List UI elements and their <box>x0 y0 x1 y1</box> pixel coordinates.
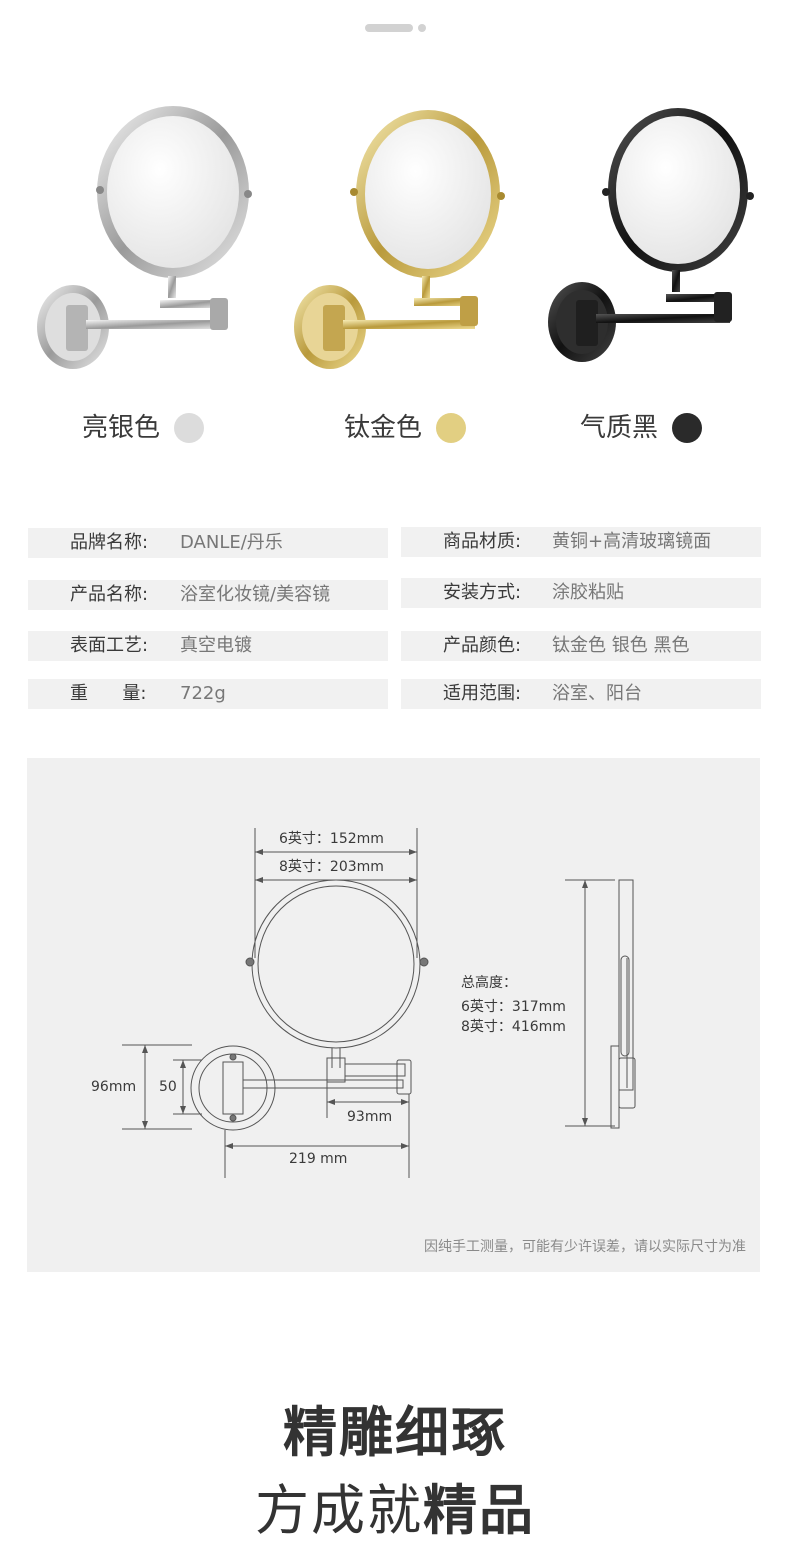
variant-black-label: 气质黑 <box>580 413 659 443</box>
carousel-indicator-dot[interactable] <box>418 24 426 32</box>
variant-black[interactable]: 气质黑 <box>580 408 703 448</box>
dim-arm-short: 93mm <box>347 1109 393 1125</box>
variant-silver[interactable]: 亮银色 <box>82 408 205 448</box>
headline-line2: 方成就精品 <box>0 1476 790 1546</box>
spec-product-name: 产品名称: 浴室化妆镜/美容镜 <box>28 580 388 610</box>
dimension-diagram: 6英寸：152mm 8英寸：203mm 96mm 50 93mm 219 mm … <box>27 758 760 1272</box>
silver-mirror-image <box>37 106 252 369</box>
dimension-drawing <box>122 828 636 1178</box>
spec-usage: 适用范围: 浴室、阳台 <box>401 679 761 709</box>
headline-line2-bold: 精品 <box>423 1479 535 1542</box>
spec-color: 产品颜色: 钛金色 银色 黑色 <box>401 631 761 661</box>
headline-line1: 精雕细琢 <box>283 1401 507 1464</box>
variant-gold-label: 钛金色 <box>344 413 423 443</box>
variant-gold[interactable]: 钛金色 <box>344 408 467 448</box>
gold-mirror-image <box>294 110 505 369</box>
spec-value: 浴室、阳台 <box>552 683 642 704</box>
dim-height-6: 6英寸：317mm <box>461 999 566 1015</box>
spec-key: 安装方式: <box>443 582 522 603</box>
spec-material: 商品材质: 黄铜+高清玻璃镜面 <box>401 527 761 557</box>
spec-surface: 表面工艺: 真空电镀 <box>28 631 388 661</box>
black-swatch <box>672 413 703 443</box>
silver-swatch <box>174 413 205 443</box>
product-variants-images <box>0 100 790 390</box>
carousel-indicator-active[interactable] <box>365 24 413 32</box>
dim-diameter-8: 8英寸：203mm <box>279 859 384 875</box>
dim-diameter-6: 6英寸：152mm <box>279 831 384 847</box>
spec-installation: 安装方式: 涂胶粘贴 <box>401 578 761 608</box>
gold-swatch <box>436 413 467 443</box>
spec-brand: 品牌名称: DANLE/丹乐 <box>28 528 388 558</box>
spec-key: 产品颜色: <box>443 635 522 656</box>
spec-value: 真空电镀 <box>180 635 252 656</box>
spec-key: 商品材质: <box>443 531 522 552</box>
headline-line2-regular: 方成就 <box>255 1479 423 1542</box>
black-mirror-image <box>548 108 754 362</box>
spec-value: 黄铜+高清玻璃镜面 <box>552 531 712 552</box>
spec-key: 表面工艺: <box>70 635 149 656</box>
variant-silver-label: 亮银色 <box>82 413 161 443</box>
dim-base-inner: 50 <box>159 1079 177 1095</box>
spec-weight: 重 量: 722g <box>28 679 388 709</box>
spec-key: 品牌名称: <box>70 532 149 553</box>
spec-value: 钛金色 银色 黑色 <box>552 635 690 656</box>
measurement-note: 因纯手工测量，可能有少许误差，请以实际尺寸为准 <box>424 1239 746 1255</box>
dim-height-8: 8英寸：416mm <box>461 1019 566 1035</box>
dim-total-height-label: 总高度： <box>461 975 517 991</box>
dim-base-height: 96mm <box>91 1079 137 1095</box>
dim-arm-total: 219 mm <box>289 1151 348 1167</box>
spec-value: 涂胶粘贴 <box>552 582 624 603</box>
spec-value: 722g <box>180 683 226 704</box>
spec-value: 浴室化妆镜/美容镜 <box>180 584 331 605</box>
spec-key: 产品名称: <box>70 584 149 605</box>
spec-key: 适用范围: <box>443 683 522 704</box>
spec-value: DANLE/丹乐 <box>180 532 283 553</box>
carousel-indicator[interactable] <box>365 24 435 32</box>
spec-key: 重 量: <box>70 683 147 704</box>
